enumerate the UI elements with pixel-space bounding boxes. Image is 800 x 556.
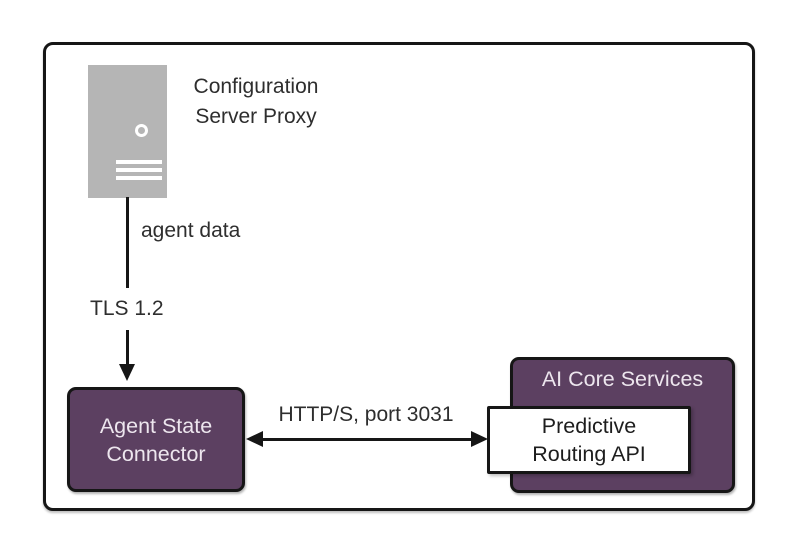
node-agent-state-connector: Agent State Connector bbox=[67, 387, 245, 492]
edge-agent-data-label: agent data bbox=[141, 219, 241, 242]
arrow-right-head-icon bbox=[471, 431, 488, 447]
edge-tls-label: TLS 1.2 bbox=[90, 297, 164, 320]
predictive-routing-api-label: Predictive Routing API bbox=[532, 414, 646, 466]
server-power-circle-icon bbox=[135, 124, 148, 137]
config-server-proxy-label: Configuration Server Proxy bbox=[193, 75, 319, 128]
edge-connector-api-line bbox=[258, 438, 476, 441]
ai-core-services-label: AI Core Services bbox=[541, 367, 704, 391]
edge-http-port-label: HTTP/S, port 3031 bbox=[278, 403, 454, 426]
arrow-down-head-icon bbox=[119, 364, 135, 381]
node-predictive-routing-api: Predictive Routing API bbox=[487, 406, 691, 474]
server-icon bbox=[88, 65, 167, 198]
arrow-left-head-icon bbox=[246, 431, 263, 447]
edge-proxy-connector-line bbox=[126, 197, 129, 288]
edge-proxy-connector-arrow-line bbox=[126, 330, 129, 365]
agent-state-connector-label: Agent State Connector bbox=[99, 413, 213, 466]
